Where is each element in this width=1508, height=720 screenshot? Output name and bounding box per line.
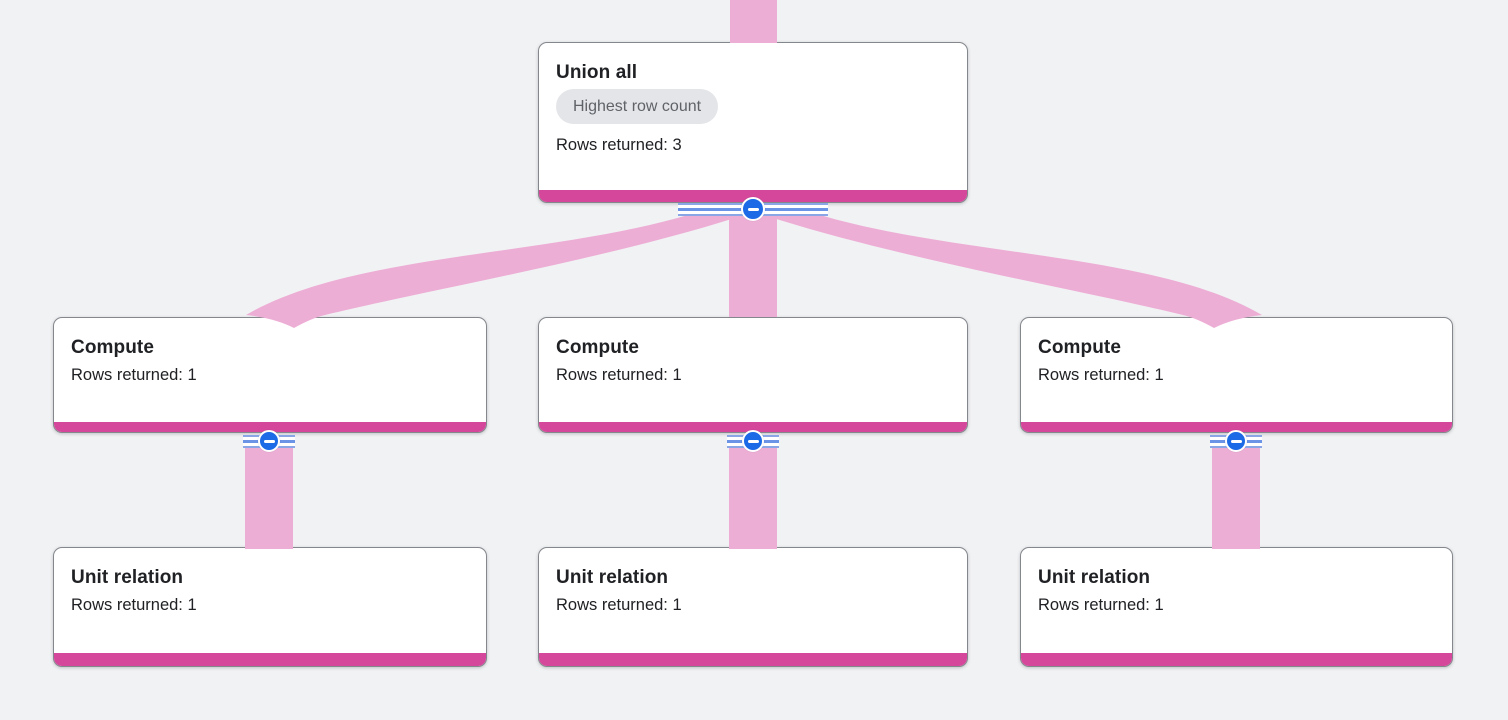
stage-title: Unit relation bbox=[1038, 567, 1151, 588]
stage-node-compute-3[interactable]: Compute Rows returned: 1 bbox=[1020, 317, 1453, 433]
flow-edge-union-output bbox=[730, 0, 777, 43]
minus-icon bbox=[263, 439, 275, 443]
stage-title: Union all bbox=[556, 62, 638, 83]
stage-title: Unit relation bbox=[71, 567, 184, 588]
collapse-button-union-all[interactable] bbox=[741, 197, 765, 221]
rows-returned-label: Rows returned: 1 bbox=[1038, 366, 1164, 384]
stage-node-unit-relation-2[interactable]: Unit relation Rows returned: 1 bbox=[538, 547, 968, 667]
rows-returned-label: Rows returned: 3 bbox=[556, 136, 682, 154]
minus-icon bbox=[1230, 439, 1242, 443]
stage-title: Compute bbox=[1038, 337, 1122, 358]
collapse-button-compute-3[interactable] bbox=[1225, 430, 1247, 452]
rows-returned-label: Rows returned: 1 bbox=[556, 366, 682, 384]
stage-accent-bar bbox=[1021, 422, 1452, 432]
minus-icon bbox=[747, 439, 759, 443]
rows-returned-label: Rows returned: 1 bbox=[71, 596, 197, 614]
stage-node-unit-relation-1[interactable]: Unit relation Rows returned: 1 bbox=[53, 547, 487, 667]
stage-title: Compute bbox=[556, 337, 640, 358]
stage-title: Compute bbox=[71, 337, 155, 358]
rows-returned-label: Rows returned: 1 bbox=[556, 596, 682, 614]
collapse-button-compute-1[interactable] bbox=[258, 430, 280, 452]
flow-edge-compute-3-unit-3 bbox=[1212, 438, 1260, 549]
highest-row-count-badge: Highest row count bbox=[556, 89, 719, 124]
stage-accent-bar bbox=[54, 653, 486, 666]
stage-accent-bar bbox=[539, 190, 967, 202]
stage-title: Unit relation bbox=[556, 567, 669, 588]
stage-accent-bar bbox=[1021, 653, 1452, 666]
stage-node-compute-2[interactable]: Compute Rows returned: 1 bbox=[538, 317, 968, 433]
flow-edge-union-compute-3 bbox=[764, 215, 1262, 328]
collapse-button-compute-2[interactable] bbox=[742, 430, 764, 452]
rows-returned-label: Rows returned: 1 bbox=[1038, 596, 1164, 614]
stage-node-unit-relation-3[interactable]: Unit relation Rows returned: 1 bbox=[1020, 547, 1453, 667]
stage-node-compute-1[interactable]: Compute Rows returned: 1 bbox=[53, 317, 487, 433]
rows-returned-label: Rows returned: 1 bbox=[71, 366, 197, 384]
flow-edge-union-compute-1 bbox=[246, 215, 744, 328]
stage-accent-bar bbox=[539, 653, 967, 666]
flow-edge-compute-2-unit-2 bbox=[729, 438, 777, 549]
stage-accent-bar bbox=[539, 422, 967, 432]
stage-accent-bar bbox=[54, 422, 486, 432]
flow-edge-union-compute-2 bbox=[729, 214, 777, 317]
stage-node-union-all[interactable]: Union all Highest row count Rows returne… bbox=[538, 42, 968, 203]
minus-icon bbox=[747, 207, 759, 211]
flow-edge-compute-1-unit-1 bbox=[245, 438, 293, 549]
